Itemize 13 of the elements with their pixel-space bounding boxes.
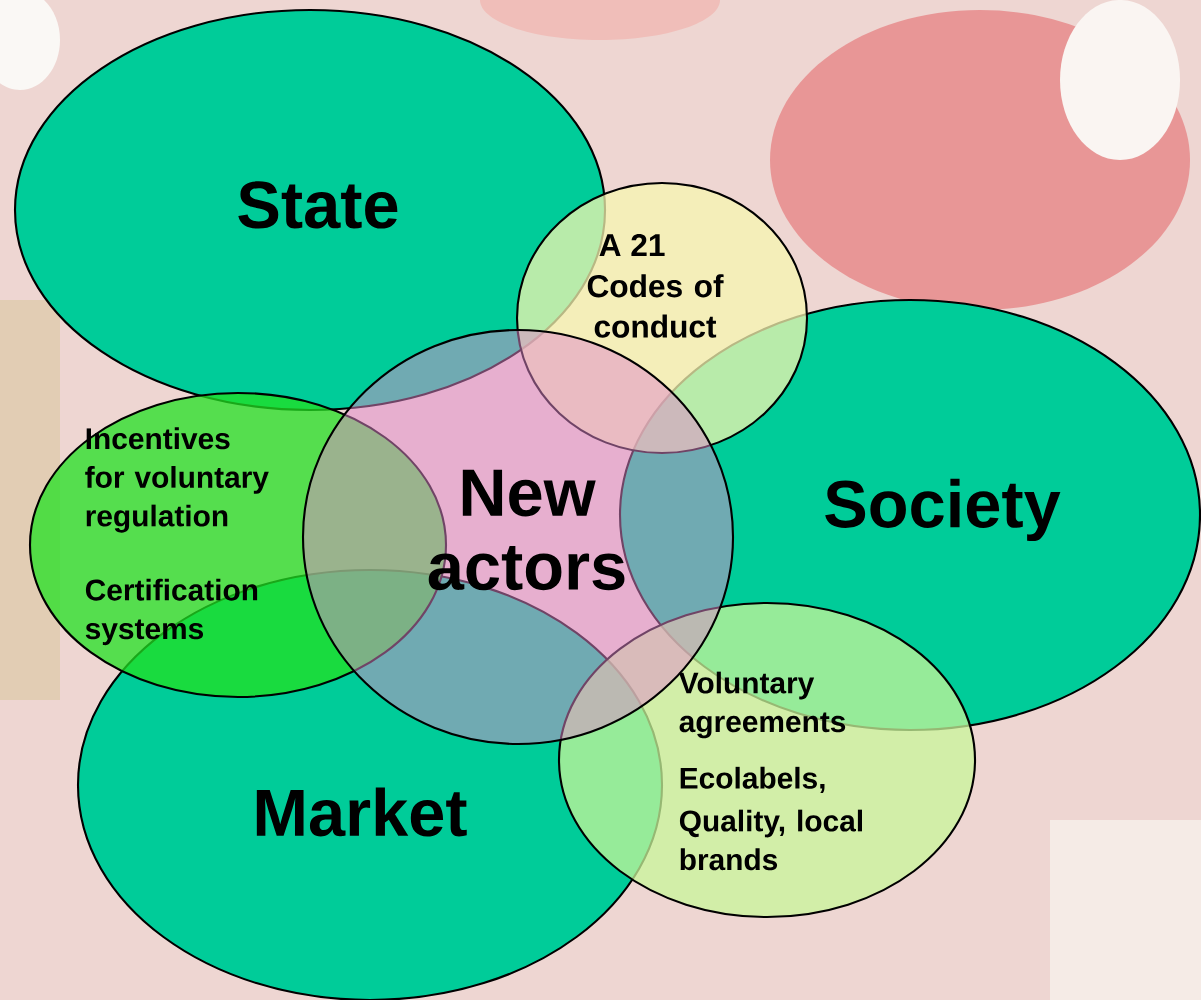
circle-label: A 21 [599,233,665,256]
circle-label: Society [825,478,1061,542]
circle-label: Codes of conduct [587,274,724,338]
circle-label: Ecolabels, [680,766,825,794]
circle-label: Market [256,787,467,837]
circle-label: Certification systems [85,578,258,646]
circle-label: State [238,181,398,229]
venn-circle [557,601,977,919]
circle-label: Voluntary agreements [678,671,846,739]
venn-circle [515,181,809,455]
circle-label: Incentives for voluntary regulation [85,427,269,533]
circle-label: New actors [428,469,625,591]
circle-label: Quality, local brands [679,809,862,871]
